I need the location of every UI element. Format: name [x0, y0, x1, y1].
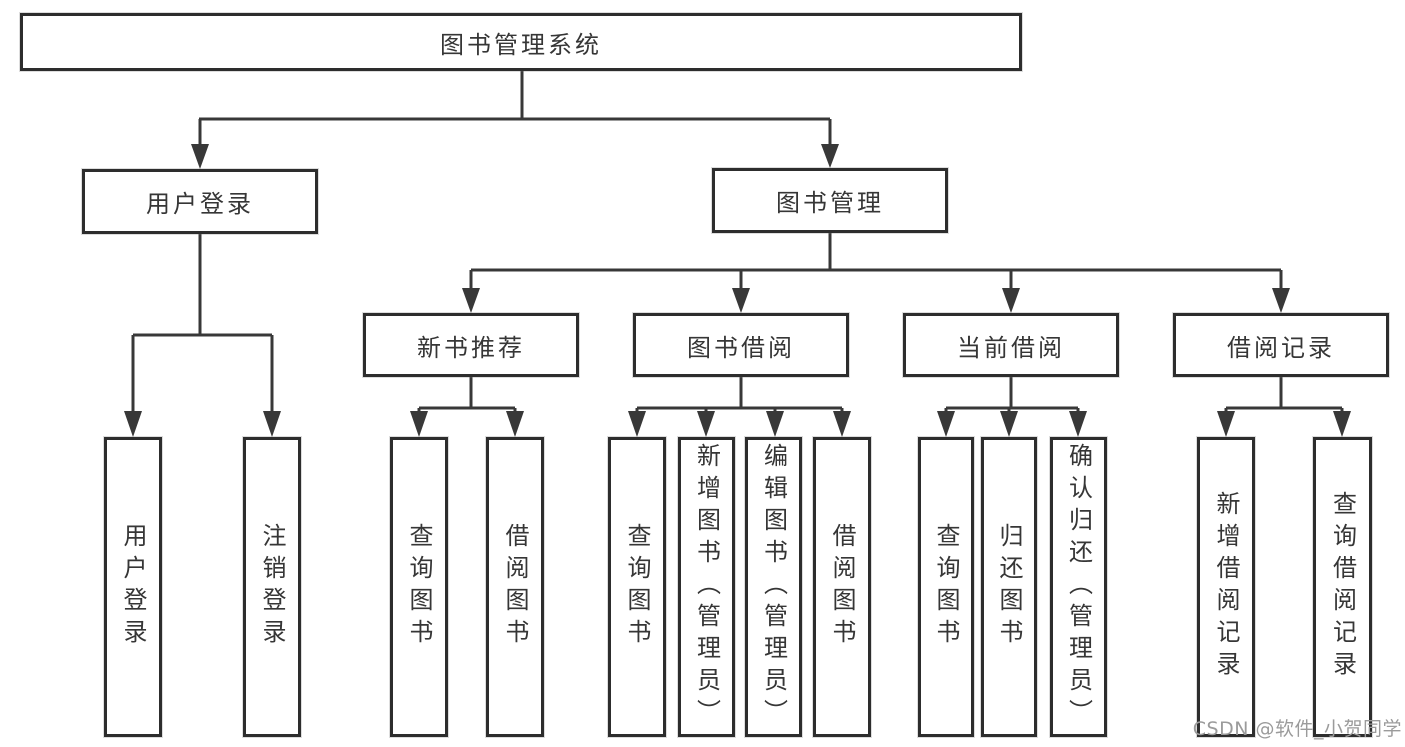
- leaf-edit-book-admin: 编辑图书（管理员）: [745, 437, 802, 737]
- leaf-query-book-current: 查询图书: [918, 437, 974, 737]
- node-user-login: 用户登录: [82, 169, 318, 234]
- leaf-user-login: 用户登录: [104, 437, 162, 737]
- leaf-confirm-return-admin: 确认归还（管理员）: [1050, 437, 1107, 737]
- node-current-borrowing: 当前借阅: [903, 313, 1119, 377]
- leaf-query-book-recommend: 查询图书: [390, 437, 448, 737]
- leaf-add-borrow-record: 新增借阅记录: [1197, 437, 1255, 737]
- leaf-return-book: 归还图书: [981, 437, 1037, 737]
- leaf-add-book-admin: 新增图书（管理员）: [678, 437, 735, 737]
- leaf-query-book-borrowing: 查询图书: [608, 437, 666, 737]
- node-book-management: 图书管理: [712, 168, 948, 233]
- node-borrowing-records: 借阅记录: [1173, 313, 1389, 377]
- node-library-management-system: 图书管理系统: [20, 13, 1022, 71]
- leaf-logout: 注销登录: [243, 437, 301, 737]
- leaf-query-borrow-record: 查询借阅记录: [1313, 437, 1372, 737]
- watermark: CSDN @软件_小贺同学: [1192, 718, 1402, 740]
- node-new-book-recommendation: 新书推荐: [363, 313, 579, 377]
- node-book-borrowing: 图书借阅: [633, 313, 849, 377]
- leaf-borrow-book: 借阅图书: [813, 437, 871, 737]
- leaf-borrow-book-recommend: 借阅图书: [486, 437, 544, 737]
